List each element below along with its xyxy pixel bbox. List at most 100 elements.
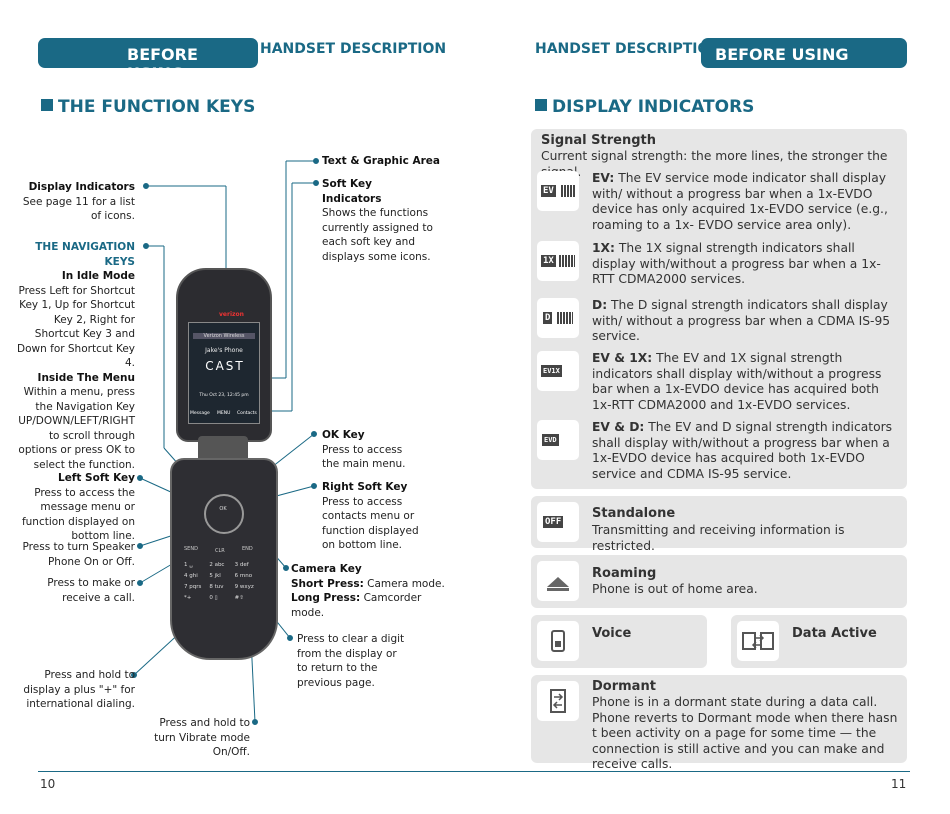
phone-nav-key [204, 494, 244, 534]
before-using-tab-right: BEFORE USING [701, 38, 907, 68]
camera-long-label: Long Press: [291, 592, 361, 604]
plus-label: Press and hold to display a plus "+" for… [23, 669, 135, 710]
bullet-square-icon [41, 99, 53, 111]
display-ind-desc: See page 11 for a list of icons. [22, 195, 135, 223]
roaming-title: Roaming [592, 566, 657, 581]
roaming-desc: Phone is out of home area. [592, 582, 758, 596]
section-header-right: HANDSET DESCRIPTION [535, 41, 722, 57]
phone-soft-left: Message [190, 411, 210, 416]
key-4: 4 ghi [184, 573, 198, 579]
page-number-right: 11 [891, 777, 907, 791]
ev-d-label: EV & D: [592, 420, 645, 434]
phone-end-key: END [242, 546, 253, 552]
rsk-desc: Press to access contacts menu or functio… [322, 495, 419, 552]
function-keys-heading: THE FUNCTION KEYS [41, 97, 255, 117]
ev-text: The EV service mode indicator shall disp… [592, 171, 888, 232]
phone-date: Thu Oct 23, 12:45 pm [199, 393, 249, 398]
right-soft-key-label: Right Soft Key Press to access contacts … [322, 480, 422, 553]
data-active-icon [737, 621, 779, 661]
ev-1x-label: EV & 1X: [592, 351, 653, 365]
phone-ok-key: OK [219, 506, 227, 512]
phone-lower-body [170, 458, 278, 660]
key-hash: #⇧ [234, 595, 244, 601]
soft-key-indicators-label: Soft Key Indicators Shows the functions … [322, 177, 434, 264]
phone-soft-mid: MENU [217, 411, 231, 416]
d-item: D: The D signal strength indicators shal… [592, 298, 902, 345]
bullet-square-icon [535, 99, 547, 111]
dormant-panel: Dormant Phone is in a dormant state duri… [531, 675, 907, 771]
ev-1x-signal-icon: EV1X [537, 351, 579, 391]
display-indicators-label: Display Indicators See page 11 for a lis… [20, 180, 135, 224]
roaming-triangle-icon [537, 561, 579, 601]
heading-text: DISPLAY INDICATORS [552, 97, 755, 117]
send-label: Press to make or receive a call. [47, 577, 135, 604]
dormant-desc: Phone is in a dormant state during a dat… [592, 695, 898, 771]
key-0: 0 ▯ [209, 595, 218, 601]
idle-title: In Idle Mode [61, 270, 135, 282]
display-indicators-heading: DISPLAY INDICATORS [535, 97, 754, 117]
camera-title: Camera Key [291, 563, 362, 575]
lsk-desc: Press to access the message menu or func… [21, 486, 135, 543]
ev-label: EV: [592, 171, 615, 185]
camera-long: Camcorder mode. [291, 592, 422, 619]
bottom-rule-left [38, 771, 475, 772]
1x-text: The 1X signal strength indicators shall … [592, 241, 881, 286]
soft-key-ind-title: Soft Key Indicators [322, 178, 382, 205]
signal-strength-panel: Signal Strength Current signal strength:… [531, 129, 907, 489]
navigation-keys-label: THE NAVIGATION KEYS In Idle Mode Press L… [10, 240, 135, 472]
d-text: The D signal strength indicators shall d… [592, 298, 891, 343]
d-label: D: [592, 298, 608, 312]
clr-key-label: Press to clear a digit from the display … [297, 633, 405, 689]
idle-desc: Press Left for Shortcut Key 1, Up for Sh… [17, 284, 135, 370]
signal-title: Signal Strength [541, 133, 656, 148]
roaming-panel: Roaming Phone is out of home area. [531, 555, 907, 608]
camera-short: Camera mode. [367, 577, 445, 590]
1x-item: 1X: The 1X signal strength indicators sh… [592, 241, 902, 288]
bottom-rule-right [475, 771, 910, 772]
phone-wallpaper: CAST [205, 359, 245, 373]
phone-screen: verizon Verizon Wireless Jake's Phone CA… [188, 311, 260, 424]
left-soft-key-label: Left Soft Key Press to access the messag… [4, 471, 135, 544]
key-9: 9 wxyz [234, 584, 254, 590]
key-5: 5 jkl [209, 573, 221, 579]
camera-short-label: Short Press: [291, 577, 364, 590]
phone-keypad: 1 ␣ 2 abc 3 def 4 ghi 5 jkl 6 mno 7 pqrs… [184, 562, 260, 601]
key-star: *+ [184, 595, 192, 601]
phone-send-key: SEND [184, 546, 198, 552]
tab-label: BEFORE USING [715, 45, 849, 64]
phone-clr-key: CLR [215, 548, 225, 554]
ok-key-title: OK Key [322, 429, 365, 441]
ok-key-desc: Press to access the main menu. [322, 443, 406, 471]
camera-key-label: Camera Key Short Press: Camera mode. Lon… [291, 562, 451, 620]
section-header-left: HANDSET DESCRIPTION [260, 41, 447, 57]
key-1: 1 ␣ [184, 562, 193, 568]
standalone-panel: OFF Standalone Transmitting and receivin… [531, 496, 907, 553]
tab-label: BEFORE USING [127, 45, 198, 83]
ev-d-text: The EV and D signal strength indicators … [592, 420, 893, 481]
page-number-left: 10 [40, 777, 56, 791]
data-active-panel: Data Active [731, 615, 907, 668]
rsk-title: Right Soft Key [322, 481, 408, 493]
phone-carrier: Verizon Wireless [193, 333, 255, 339]
ev-d-signal-icon: EVD [537, 420, 579, 460]
speaker-label: Press to turn Speaker Phone On or Off. [22, 541, 135, 568]
dormant-icon [537, 681, 579, 721]
voice-panel: Voice [531, 615, 707, 668]
menu-desc: Within a menu, press the Navigation Key … [18, 386, 135, 471]
phone-illustration: verizon Verizon Wireless Jake's Phone CA… [170, 268, 278, 660]
display-ind-title: Display Indicators [28, 181, 135, 193]
standalone-off-icon: OFF [537, 502, 579, 542]
key-2: 2 abc [209, 562, 225, 568]
heading-text: THE FUNCTION KEYS [58, 97, 256, 117]
phone-owner: Jake's Phone [205, 347, 243, 354]
nav-title: THE NAVIGATION KEYS [35, 241, 135, 268]
key-8: 8 tuv [209, 584, 224, 590]
ev-1x-text: The EV and 1X signal strength indicators… [592, 351, 882, 412]
ev-signal-icon: EV [537, 171, 579, 211]
ev-d-item: EV & D: The EV and D signal strength ind… [592, 420, 902, 482]
voice-title: Voice [592, 626, 632, 641]
key-6: 6 mno [234, 573, 253, 579]
soft-key-ind-desc: Shows the functions currently assigned t… [322, 207, 433, 263]
phone-soft-right: Contacts [237, 411, 257, 416]
standalone-desc: Transmitting and receiving information i… [592, 523, 845, 553]
